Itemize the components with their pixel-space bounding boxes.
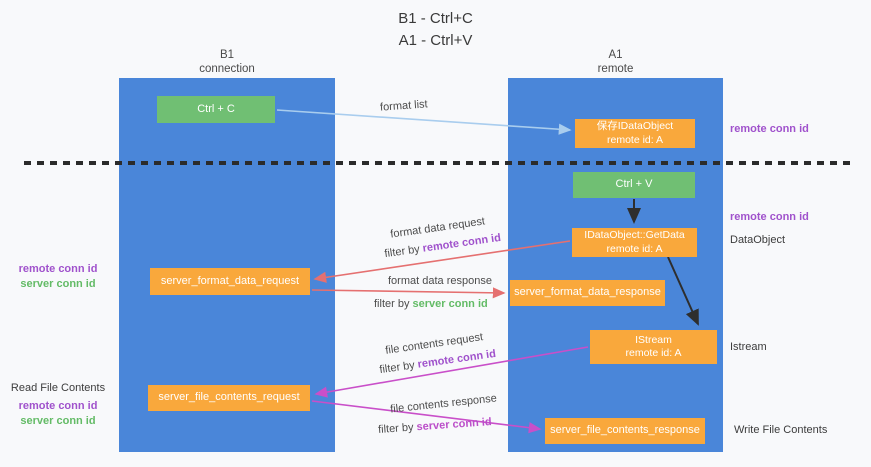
filter-key-server-conn-id: server conn id	[412, 298, 488, 310]
server-format-data-response-box: server_format_data_response	[510, 280, 665, 306]
server-file-contents-request-label: server_file_contents_request	[158, 391, 300, 404]
istream-side-label: Istream	[730, 341, 767, 353]
left-column-header: B1 connection	[119, 48, 335, 77]
server-conn-id-label-bottom-left: server conn id	[20, 415, 96, 427]
server-format-data-request-label: server_format_data_request	[160, 274, 300, 287]
server-file-contents-response-box: server_file_contents_response	[545, 418, 705, 444]
left-column-role: connection	[199, 63, 255, 76]
left-column-name: B1	[219, 49, 235, 61]
save-idataobject-box: 保存IDataObject remote id: A	[575, 119, 695, 148]
getdata-line1: IDataObject::GetData	[584, 229, 685, 242]
ctrl-v-box: Ctrl + V	[573, 172, 695, 198]
right-column-role: remote	[597, 63, 634, 76]
server-file-contents-response-label: server_file_contents_response	[550, 424, 700, 437]
server-format-data-request-box: server_format_data_request	[150, 268, 310, 295]
diagram-title: B1 - Ctrl+C A1 - Ctrl+V	[0, 8, 871, 52]
ctrl-v-label: Ctrl + V	[615, 178, 653, 191]
dataobject-label: DataObject	[730, 234, 786, 246]
istream-box: IStream remote id: A	[590, 330, 717, 364]
getdata-to-istream-arrow	[667, 256, 699, 326]
format-data-request-arrow	[313, 240, 571, 283]
filter-prefix: filter by	[377, 421, 414, 436]
server-format-data-response-label: server_format_data_response	[514, 286, 661, 299]
idataobject-getdata-box: IDataObject::GetData remote id: A	[572, 228, 697, 257]
file-contents-request-arrow	[314, 346, 589, 398]
filter-prefix: filter by	[374, 298, 410, 310]
remote-conn-id-label-top-right: remote conn id	[730, 123, 809, 135]
getdata-line2: remote id: A	[606, 242, 663, 255]
format-data-response-label: format data response	[388, 275, 492, 287]
server-conn-id-label-mid-left: server conn id	[20, 278, 96, 290]
istream-line2: remote id: A	[625, 347, 682, 359]
remote-conn-id-label-mid-left: remote conn id	[18, 263, 98, 275]
phase-separator-dashed-line	[24, 161, 852, 165]
save-idataobject-line2: remote id: A	[606, 133, 664, 146]
format-data-response-arrow	[311, 287, 506, 299]
ctrl-c-box: Ctrl + C	[157, 96, 275, 123]
remote-conn-id-label-mid-right: remote conn id	[730, 211, 809, 223]
istream-line1: IStream	[635, 333, 672, 346]
write-file-contents-label: Write File Contents	[734, 424, 828, 436]
right-column-header: A1 remote	[508, 48, 723, 77]
file-contents-response-arrow	[311, 400, 542, 434]
server-file-contents-request-box: server_file_contents_request	[148, 385, 310, 411]
format-data-response-filter-label: filter by server conn id	[374, 298, 488, 310]
save-idataobject-line1: 保存IDataObject	[596, 120, 674, 133]
remote-conn-id-label-bottom-left: remote conn id	[18, 400, 98, 412]
format-list-arrow	[276, 109, 572, 135]
title-line-1: B1 - Ctrl+C	[398, 10, 473, 27]
right-column-name: A1	[608, 49, 623, 61]
ctrl-c-label: Ctrl + C	[197, 102, 235, 115]
title-line-2: A1 - Ctrl+V	[398, 31, 473, 49]
read-file-contents-label: Read File Contents	[10, 382, 106, 394]
